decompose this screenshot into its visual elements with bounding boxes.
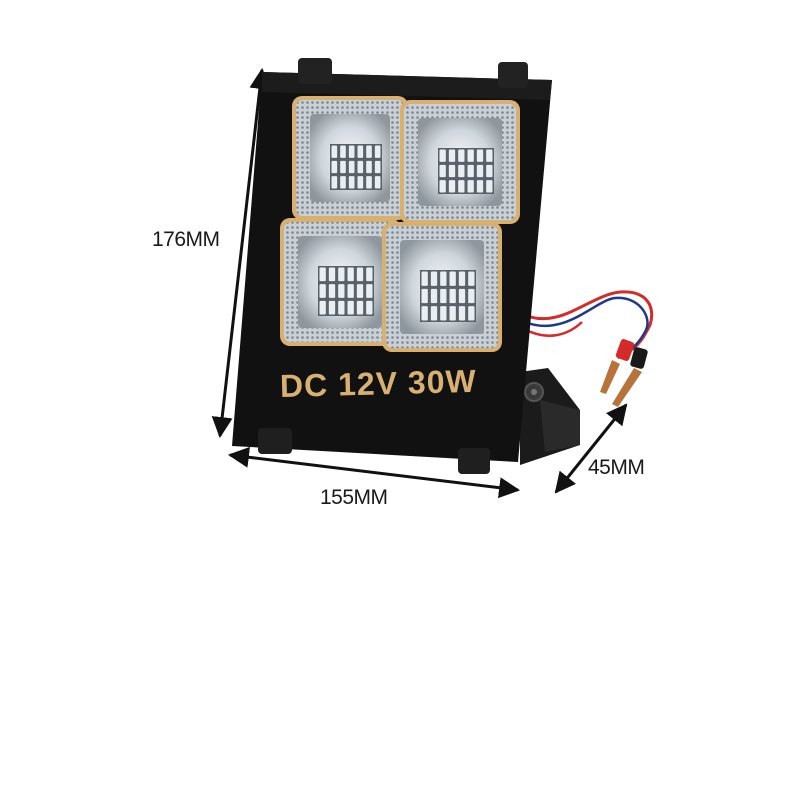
led-chip bbox=[476, 164, 484, 178]
led-chip bbox=[468, 271, 475, 286]
led-chip bbox=[448, 164, 456, 178]
led-chip bbox=[357, 160, 364, 174]
height-dimension-arrow bbox=[211, 67, 271, 439]
bottom-right-foot bbox=[458, 448, 490, 474]
mounting-bracket bbox=[520, 368, 580, 465]
led-chip bbox=[319, 300, 326, 315]
top-right-foot bbox=[498, 62, 528, 88]
led-chip bbox=[449, 271, 456, 286]
led-chip bbox=[331, 160, 338, 174]
led-chip bbox=[440, 271, 447, 286]
led-chip bbox=[448, 149, 456, 162]
led-chip bbox=[439, 164, 446, 178]
width-label: 155MM bbox=[320, 486, 388, 509]
led-chip bbox=[328, 300, 336, 315]
led-chip bbox=[347, 267, 354, 282]
led-chip bbox=[338, 284, 345, 298]
led-chip bbox=[430, 271, 438, 286]
led-chip bbox=[348, 160, 355, 174]
led-chip bbox=[458, 288, 466, 304]
led-chip bbox=[319, 284, 326, 298]
led-chip bbox=[328, 284, 336, 298]
led-chip bbox=[374, 176, 381, 189]
led-chip bbox=[366, 300, 373, 315]
led-chip bbox=[421, 306, 428, 321]
led-module bbox=[292, 96, 408, 220]
led-chip bbox=[467, 180, 474, 193]
red-alligator-clip bbox=[600, 339, 635, 394]
led-chip bbox=[340, 145, 346, 158]
led-chip bbox=[421, 288, 428, 304]
led-chip bbox=[366, 267, 373, 282]
height-label: 176MM bbox=[152, 228, 220, 251]
led-chip bbox=[448, 180, 456, 193]
led-chip bbox=[338, 267, 345, 282]
led-module bbox=[400, 100, 520, 224]
led-chip bbox=[476, 149, 484, 162]
led-chip bbox=[421, 271, 428, 286]
led-chip bbox=[439, 149, 446, 162]
led-chip bbox=[458, 149, 465, 162]
led-chip bbox=[430, 288, 438, 304]
led-module bbox=[280, 218, 400, 346]
led-chip bbox=[366, 145, 372, 158]
led-chip bbox=[486, 180, 493, 193]
led-chip bbox=[449, 306, 456, 321]
led-chip bbox=[366, 176, 372, 189]
led-chip bbox=[430, 306, 438, 321]
led-module bbox=[382, 222, 502, 352]
led-chip bbox=[374, 145, 381, 158]
led-chip bbox=[468, 306, 475, 321]
led-chip bbox=[458, 306, 466, 321]
led-chip bbox=[338, 300, 345, 315]
led-chip bbox=[374, 160, 381, 174]
depth-dimension-arrow bbox=[554, 403, 628, 494]
led-chip bbox=[486, 164, 493, 178]
led-chip bbox=[348, 145, 355, 158]
led-chip bbox=[458, 180, 465, 193]
led-chip bbox=[468, 288, 475, 304]
led-chip bbox=[458, 271, 466, 286]
led-chip bbox=[340, 176, 346, 189]
led-chip bbox=[467, 149, 474, 162]
top-left-foot bbox=[298, 58, 332, 84]
width-dimension-arrow bbox=[227, 446, 521, 499]
led-chip bbox=[356, 267, 364, 282]
led-chip bbox=[347, 284, 354, 298]
led-chip bbox=[357, 176, 364, 189]
led-chip bbox=[319, 267, 326, 282]
led-chip bbox=[440, 288, 447, 304]
led-chip bbox=[458, 164, 465, 178]
led-chip bbox=[366, 284, 373, 298]
led-chip bbox=[331, 176, 338, 189]
led-chip bbox=[366, 160, 372, 174]
led-chip bbox=[449, 288, 456, 304]
led-module-grid bbox=[280, 96, 520, 352]
led-chip bbox=[440, 306, 447, 321]
black-alligator-clip bbox=[612, 347, 648, 407]
led-chip bbox=[331, 145, 338, 158]
led-chip bbox=[486, 149, 493, 162]
led-chip bbox=[340, 160, 346, 174]
led-chip bbox=[467, 164, 474, 178]
led-chip bbox=[356, 300, 364, 315]
led-chip bbox=[328, 267, 336, 282]
led-chip bbox=[439, 180, 446, 193]
led-chip bbox=[348, 176, 355, 189]
led-chip bbox=[357, 145, 364, 158]
led-chip bbox=[476, 180, 484, 193]
led-chip bbox=[347, 300, 354, 315]
depth-label: 45MM bbox=[588, 456, 645, 479]
spec-label: DC 12V 30W bbox=[279, 362, 478, 404]
led-chip bbox=[356, 284, 364, 298]
bottom-left-foot bbox=[258, 428, 292, 454]
